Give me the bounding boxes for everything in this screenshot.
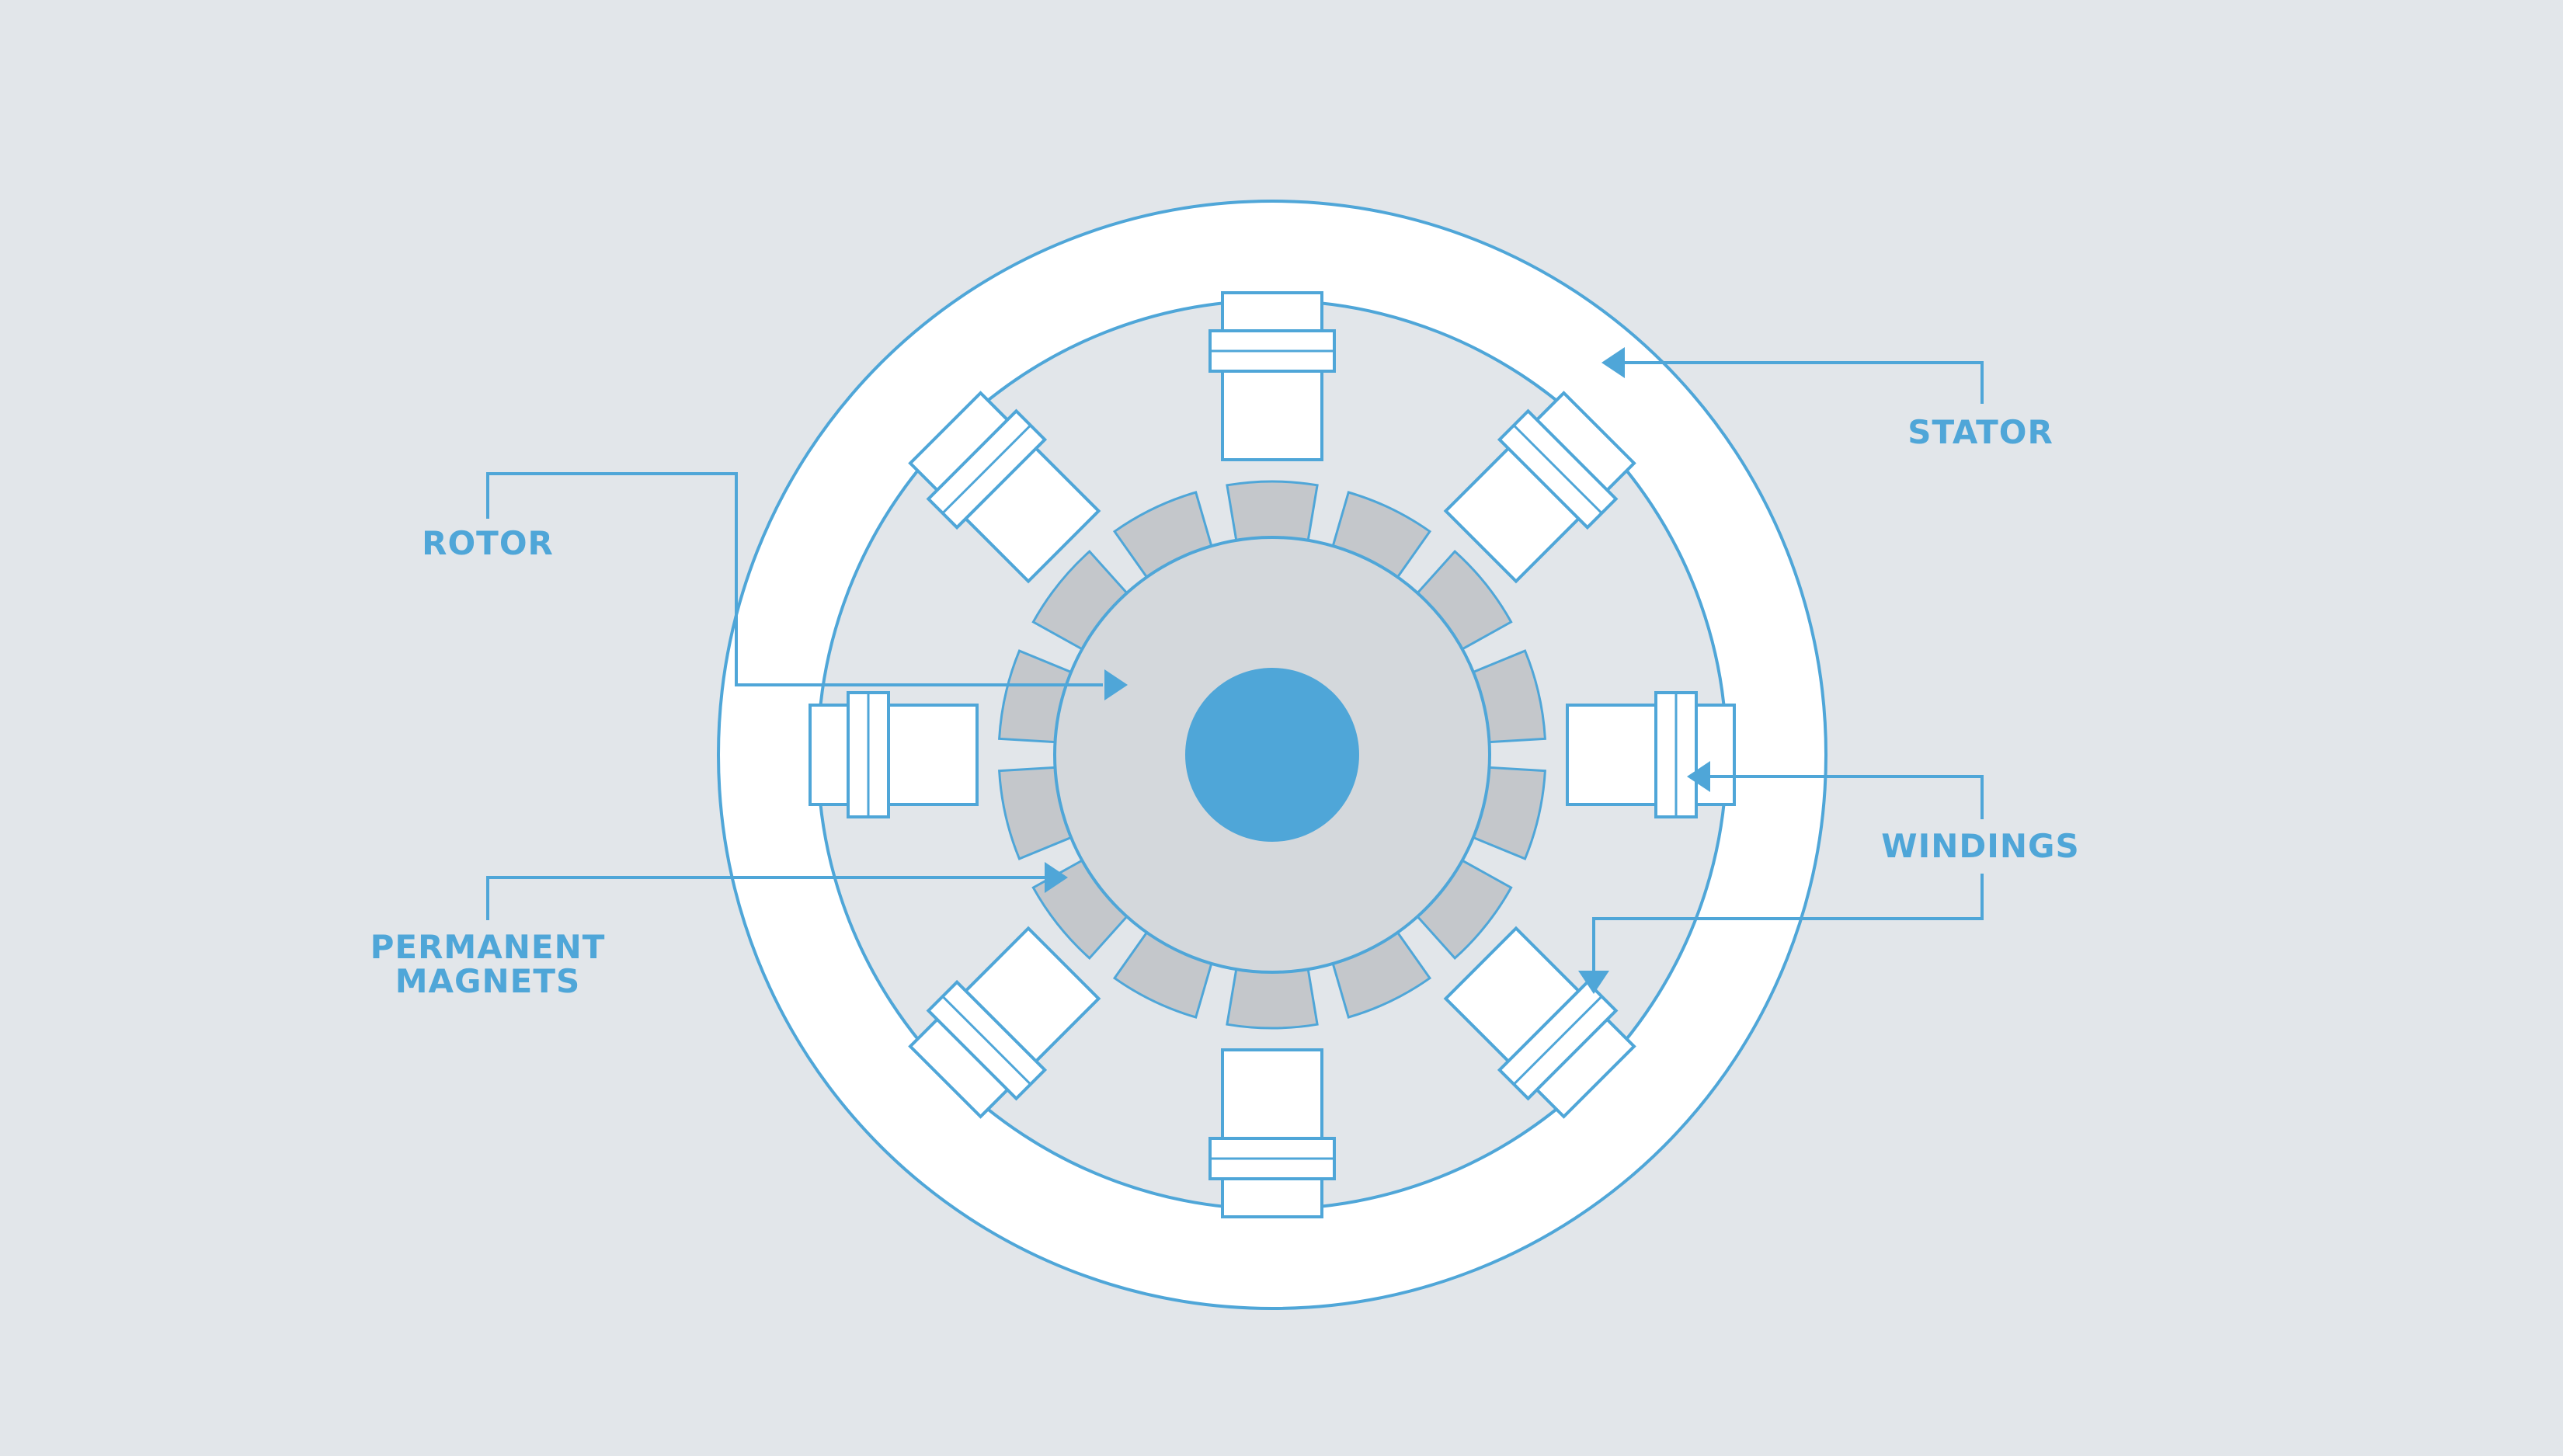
- winding-divider: [1513, 424, 1603, 514]
- stator-tooth: [1443, 926, 1636, 1119]
- magnets-callout-arrow: [1045, 862, 1068, 893]
- rotor-callout-line: [486, 472, 1103, 686]
- winding-divider: [1513, 996, 1603, 1086]
- stator-pole: [1566, 691, 1736, 818]
- windings-callout-arrow-upper: [1687, 761, 1710, 792]
- winding-divider: [941, 996, 1031, 1086]
- windings-label-text: WINDINGS: [1881, 827, 2080, 865]
- stator-pole: [1443, 391, 1636, 584]
- stator-tooth: [1221, 291, 1323, 461]
- stator-pole: [809, 691, 979, 818]
- windings-callout-line-lower: [1592, 874, 1984, 971]
- rotor-label-text: ROTOR: [422, 524, 554, 562]
- stator-pole: [908, 926, 1101, 1119]
- stator-callout-line: [1608, 361, 1984, 404]
- stator-callout-arrow: [1601, 347, 1625, 378]
- stator-pole: [1208, 291, 1336, 461]
- stator-pole: [1443, 926, 1636, 1119]
- stator-label: STATOR: [1895, 415, 2066, 450]
- magnets-callout-line: [486, 876, 1045, 920]
- rotor-callout-arrow: [1104, 669, 1128, 700]
- permanent-magnets-label: PERMANENT MAGNETS: [348, 930, 628, 999]
- rotor-label: ROTOR: [402, 526, 573, 561]
- stator-tooth: [908, 391, 1101, 584]
- winding-divider: [941, 424, 1031, 514]
- stator-tooth: [1221, 1048, 1323, 1218]
- stator-poles-group: [809, 291, 1736, 1218]
- stator-pole: [1208, 1048, 1336, 1218]
- stator-tooth: [908, 926, 1101, 1119]
- permanent-magnets-label-line1: PERMANENT: [370, 928, 606, 966]
- rotor-shaft: [1185, 668, 1359, 842]
- callout-lines-group: [486, 347, 1984, 994]
- permanent-magnets-label-line2: MAGNETS: [395, 962, 581, 1000]
- stator-tooth: [1443, 391, 1636, 584]
- stator-pole: [908, 391, 1101, 584]
- stator-tooth: [809, 704, 979, 806]
- windings-callout-arrow-lower: [1578, 971, 1609, 994]
- stator-label-text: STATOR: [1907, 413, 2054, 451]
- windings-label: WINDINGS: [1864, 829, 2097, 864]
- windings-callout-line-upper: [1693, 775, 1984, 819]
